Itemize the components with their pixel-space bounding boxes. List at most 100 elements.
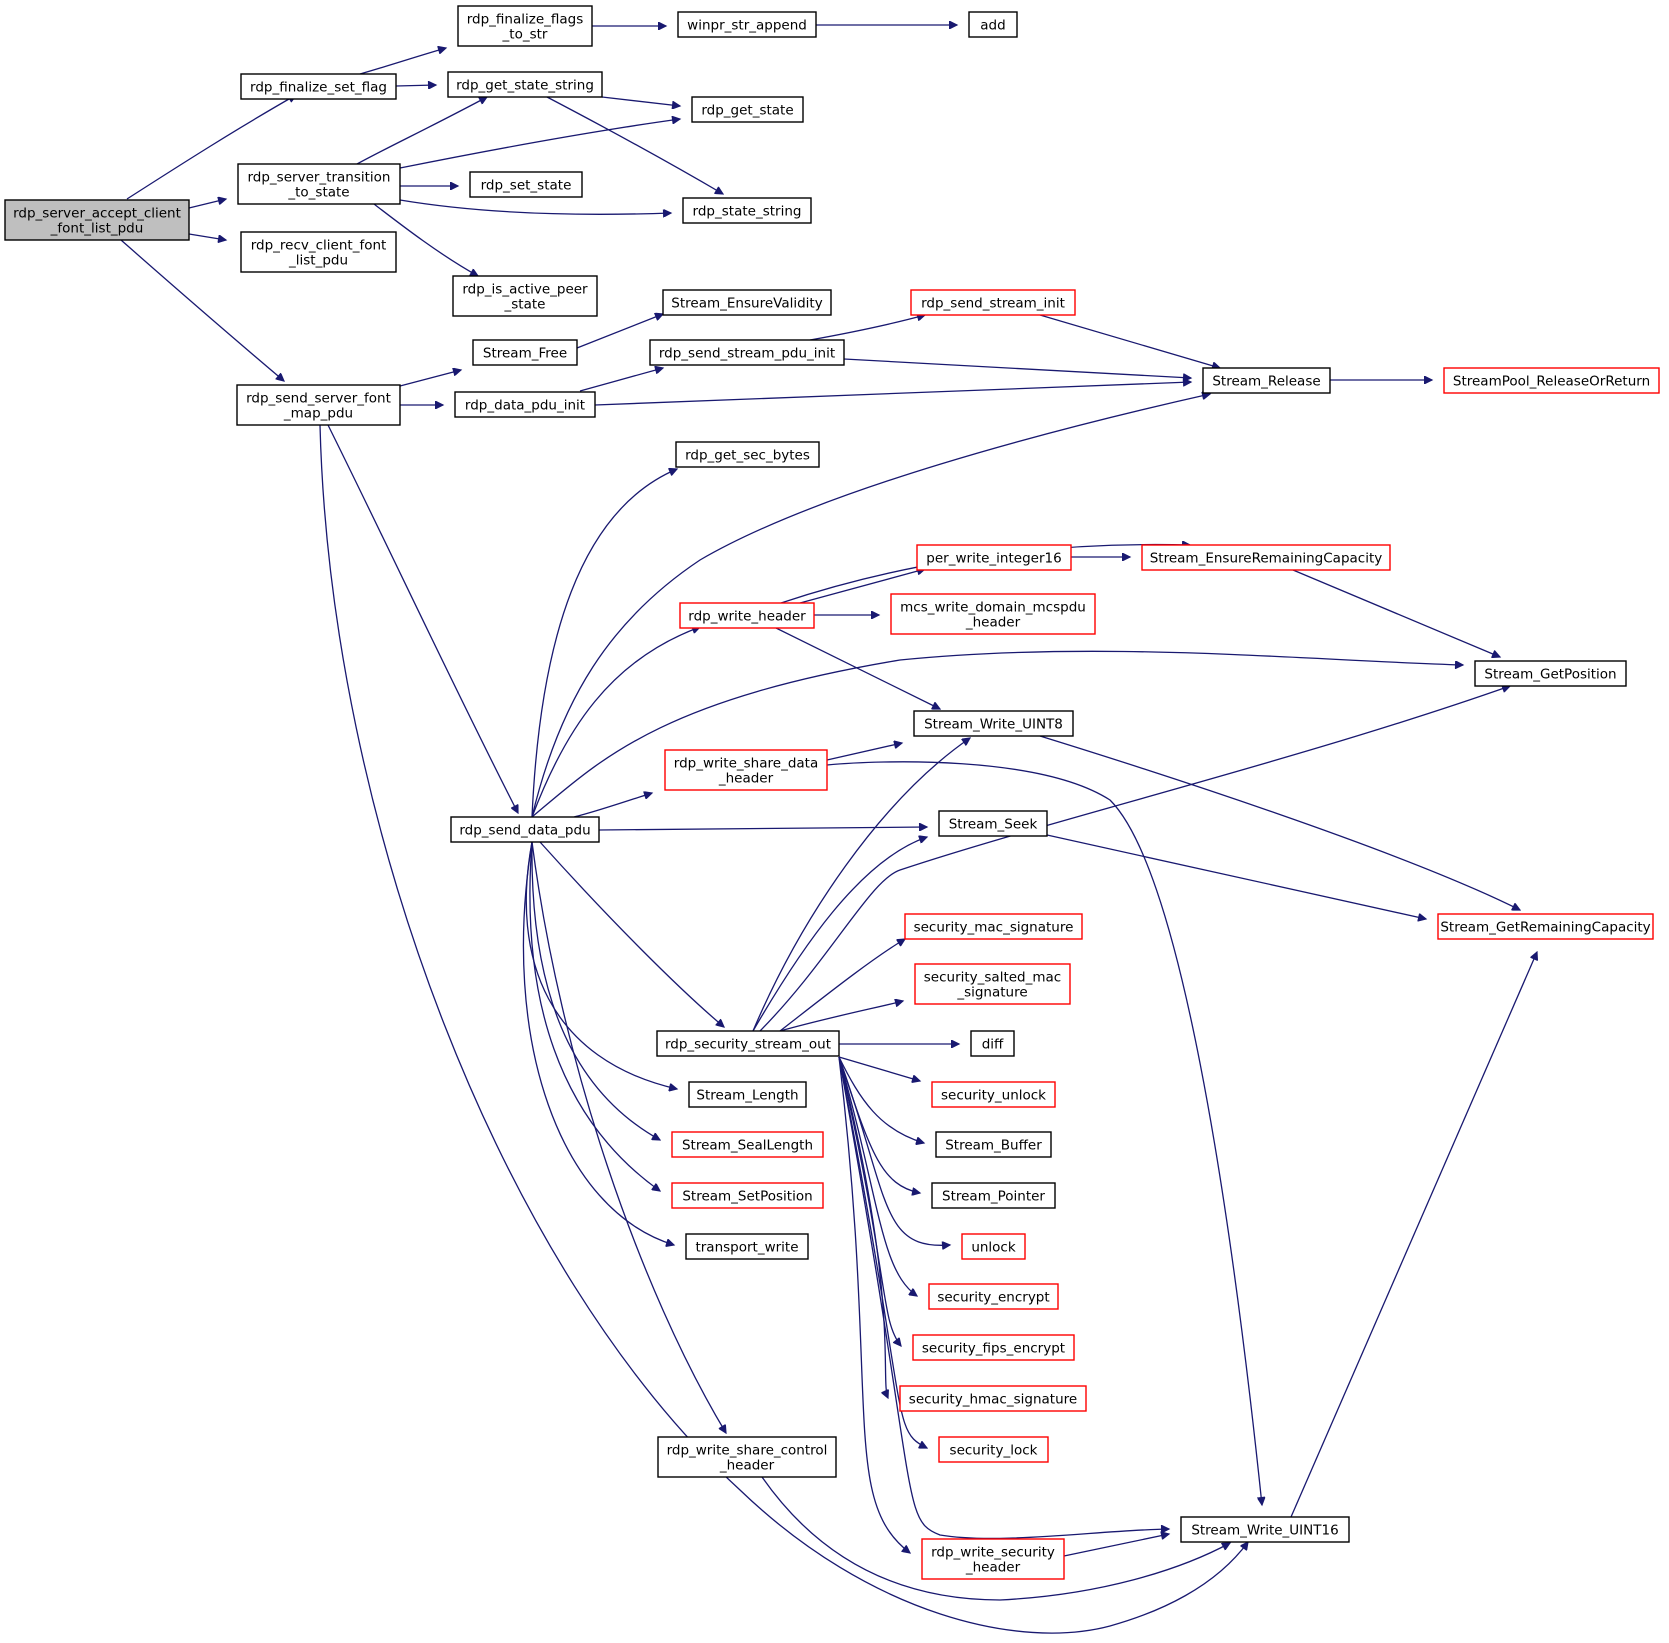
node-box[interactable] — [1437, 913, 1654, 940]
node-n47[interactable]: security_lock — [938, 1436, 1049, 1463]
node-box[interactable] — [454, 391, 596, 418]
node-n8[interactable]: rdp_server_transition_to_state — [237, 163, 401, 205]
node-n27[interactable]: rdp_write_share_data_header — [664, 749, 828, 791]
node-n28[interactable]: rdp_send_data_pdu — [450, 816, 600, 843]
node-box[interactable] — [913, 710, 1074, 737]
node-n11[interactable]: rdp_recv_client_font_list_pdu — [240, 231, 397, 273]
node-n14[interactable]: Stream_Free — [472, 339, 578, 366]
node-n32[interactable]: security_salted_mac_signature — [914, 963, 1071, 1005]
node-box[interactable] — [656, 1030, 840, 1057]
node-n19[interactable]: StreamPool_ReleaseOrReturn — [1443, 367, 1660, 394]
node-n30[interactable]: Stream_GetRemainingCapacity — [1437, 913, 1654, 940]
node-n45[interactable]: security_hmac_signature — [899, 1385, 1087, 1412]
node-n37[interactable]: Stream_Buffer — [935, 1131, 1052, 1158]
node-n44[interactable]: security_fips_encrypt — [912, 1334, 1075, 1361]
node-n6[interactable]: rdp_get_state — [691, 96, 804, 123]
node-n34[interactable]: diff — [970, 1030, 1015, 1057]
node-box[interactable] — [931, 1081, 1056, 1108]
node-box[interactable] — [240, 73, 397, 100]
node-n26[interactable]: Stream_Write_UINT8 — [913, 710, 1074, 737]
node-n35[interactable]: security_unlock — [931, 1081, 1056, 1108]
node-box[interactable] — [1141, 544, 1391, 571]
node-n29[interactable]: Stream_Seek — [938, 810, 1048, 837]
node-box[interactable] — [649, 339, 845, 366]
node-box[interactable] — [679, 602, 815, 629]
node-box[interactable] — [938, 810, 1048, 837]
node-n0[interactable]: rdp_server_accept_client_font_list_pdu — [4, 199, 190, 241]
node-box[interactable] — [1474, 660, 1627, 687]
node-box[interactable] — [662, 289, 832, 316]
node-box[interactable] — [236, 384, 401, 426]
node-n1[interactable]: rdp_finalize_set_flag — [240, 73, 397, 100]
node-box[interactable] — [675, 441, 820, 468]
node-n46[interactable]: rdp_write_share_control_header — [657, 1436, 837, 1478]
node-n41[interactable]: unlock — [961, 1233, 1026, 1260]
node-box[interactable] — [450, 816, 600, 843]
node-box[interactable] — [671, 1182, 824, 1209]
node-n43[interactable]: security_encrypt — [928, 1283, 1059, 1310]
node-box[interactable] — [890, 593, 1096, 635]
node-box[interactable] — [237, 163, 401, 205]
node-n36[interactable]: Stream_Length — [688, 1081, 807, 1108]
node-n48[interactable]: Stream_Write_UINT16 — [1180, 1516, 1350, 1543]
node-box[interactable] — [912, 1334, 1075, 1361]
node-n4[interactable]: add — [968, 11, 1018, 38]
node-n12[interactable]: rdp_send_server_font_map_pdu — [236, 384, 401, 426]
node-box[interactable] — [916, 544, 1072, 571]
node-box[interactable] — [457, 5, 593, 47]
node-box[interactable] — [4, 199, 190, 241]
node-box[interactable] — [899, 1385, 1087, 1412]
node-n23[interactable]: rdp_write_header — [679, 602, 815, 629]
node-n13[interactable]: Stream_EnsureValidity — [662, 289, 832, 316]
node-box[interactable] — [904, 913, 1083, 940]
node-n18[interactable]: Stream_Release — [1202, 367, 1331, 394]
node-box[interactable] — [664, 749, 828, 791]
node-box[interactable] — [938, 1436, 1049, 1463]
node-box[interactable] — [910, 289, 1076, 316]
node-n31[interactable]: security_mac_signature — [904, 913, 1083, 940]
node-n7[interactable]: rdp_state_string — [682, 197, 812, 224]
node-box[interactable] — [961, 1233, 1026, 1260]
node-box[interactable] — [928, 1283, 1059, 1310]
node-n2[interactable]: rdp_finalize_flags_to_str — [457, 5, 593, 47]
node-n38[interactable]: Stream_SealLength — [671, 1131, 824, 1158]
node-box[interactable] — [968, 11, 1018, 38]
node-n25[interactable]: Stream_GetPosition — [1474, 660, 1627, 687]
node-box[interactable] — [931, 1182, 1056, 1209]
node-box[interactable] — [1443, 367, 1660, 394]
node-n10[interactable]: rdp_is_active_peer_state — [452, 275, 598, 317]
node-n15[interactable]: rdp_send_stream_init — [910, 289, 1076, 316]
node-box[interactable] — [688, 1081, 807, 1108]
node-box[interactable] — [452, 275, 598, 317]
node-box[interactable] — [914, 963, 1071, 1005]
node-n21[interactable]: per_write_integer16 — [916, 544, 1072, 571]
node-n42[interactable]: transport_write — [685, 1233, 809, 1260]
node-box[interactable] — [691, 96, 804, 123]
node-box[interactable] — [1202, 367, 1331, 394]
node-box[interactable] — [1180, 1516, 1350, 1543]
node-n33[interactable]: rdp_security_stream_out — [656, 1030, 840, 1057]
node-box[interactable] — [935, 1131, 1052, 1158]
node-n17[interactable]: rdp_data_pdu_init — [454, 391, 596, 418]
node-box[interactable] — [685, 1233, 809, 1260]
node-n24[interactable]: mcs_write_domain_mcspdu_header — [890, 593, 1096, 635]
node-n39[interactable]: Stream_Pointer — [931, 1182, 1056, 1209]
node-box[interactable] — [671, 1131, 824, 1158]
node-n22[interactable]: Stream_EnsureRemainingCapacity — [1141, 544, 1391, 571]
node-box[interactable] — [921, 1538, 1065, 1580]
node-n3[interactable]: winpr_str_append — [677, 11, 817, 38]
node-box[interactable] — [657, 1436, 837, 1478]
node-box[interactable] — [240, 231, 397, 273]
node-n9[interactable]: rdp_set_state — [469, 171, 583, 198]
node-n40[interactable]: Stream_SetPosition — [671, 1182, 824, 1209]
node-box[interactable] — [682, 197, 812, 224]
node-n20[interactable]: rdp_get_sec_bytes — [675, 441, 820, 468]
node-box[interactable] — [472, 339, 578, 366]
node-box[interactable] — [970, 1030, 1015, 1057]
node-box[interactable] — [447, 71, 603, 98]
node-box[interactable] — [677, 11, 817, 38]
node-box[interactable] — [469, 171, 583, 198]
node-n16[interactable]: rdp_send_stream_pdu_init — [649, 339, 845, 366]
node-n49[interactable]: rdp_write_security_header — [921, 1538, 1065, 1580]
node-n5[interactable]: rdp_get_state_string — [447, 71, 603, 98]
